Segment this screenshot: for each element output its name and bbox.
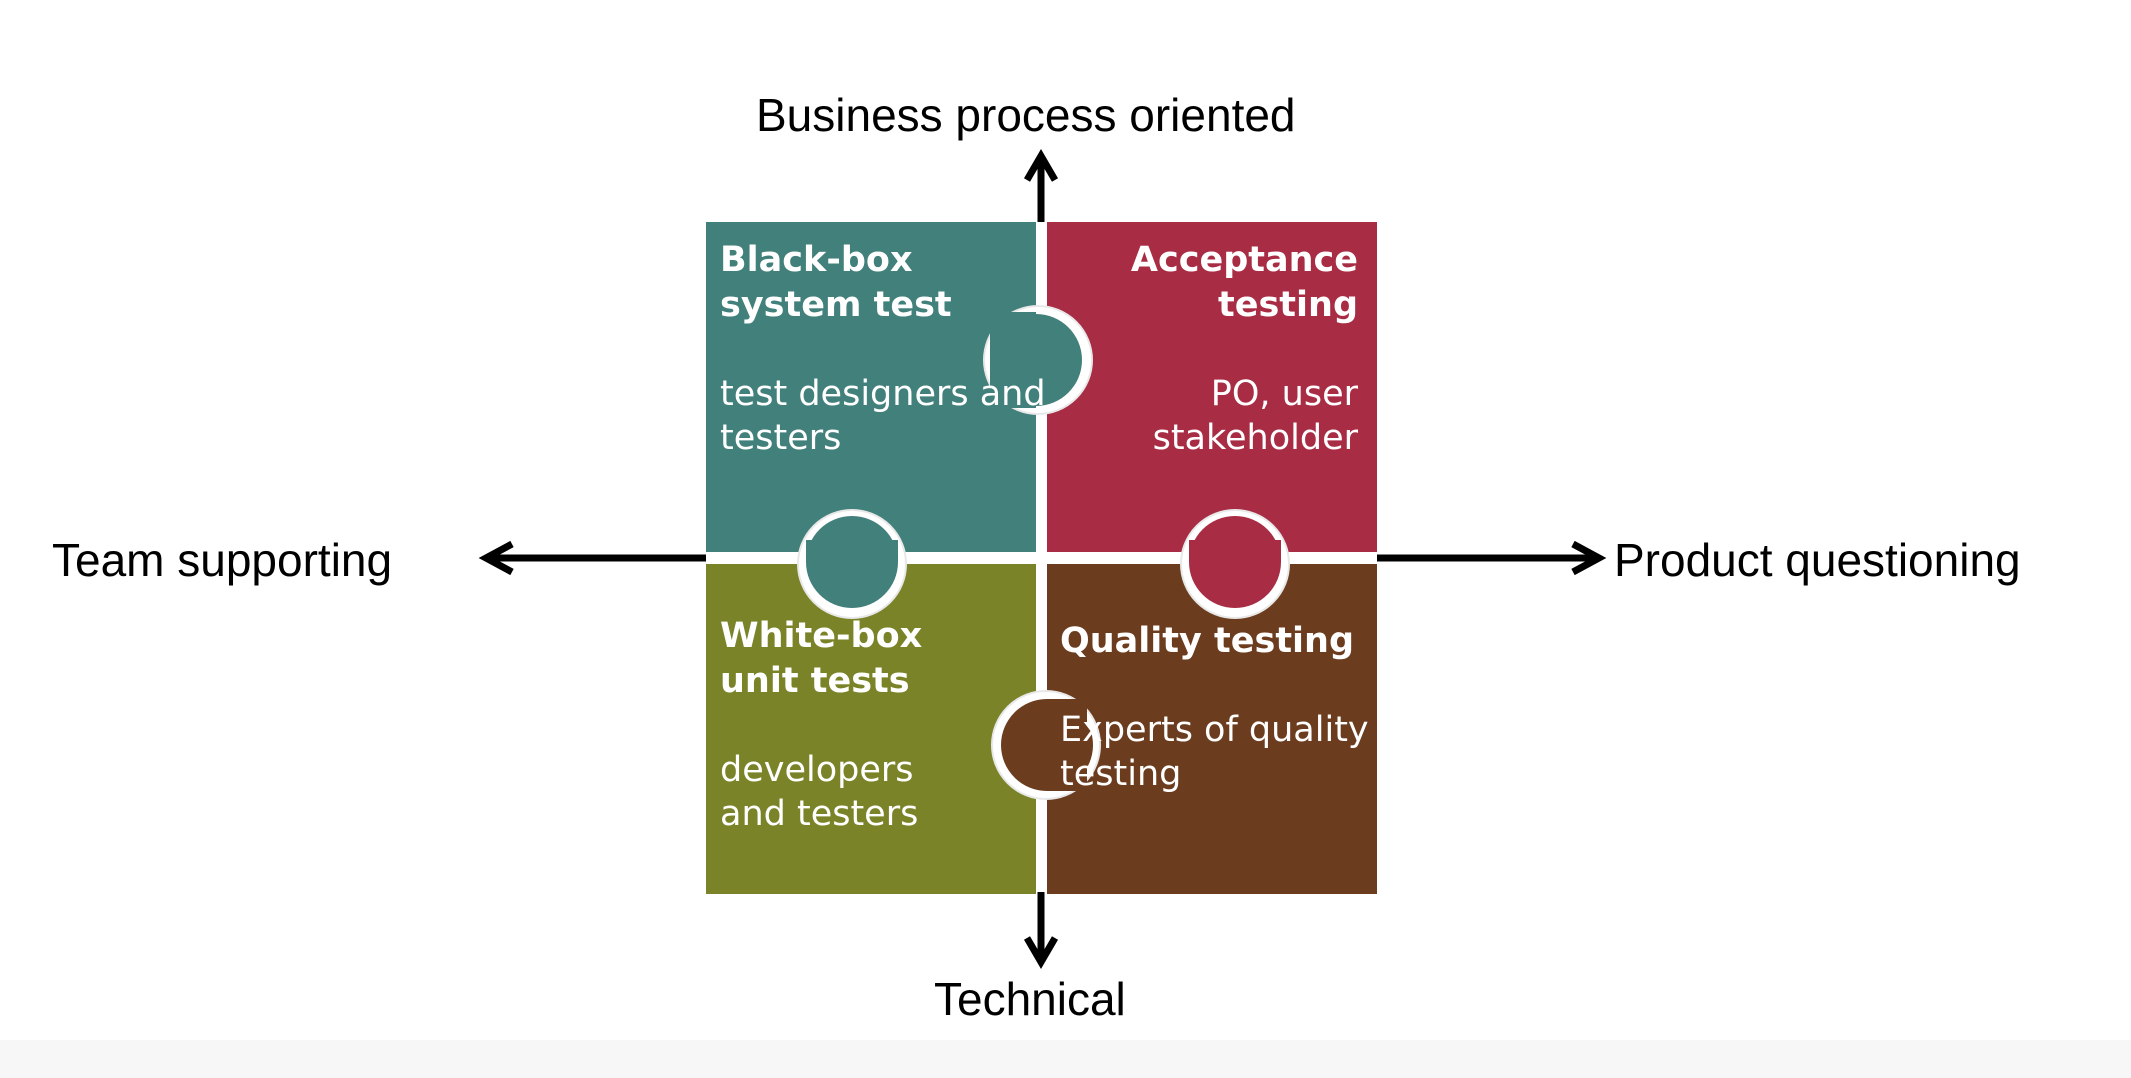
axis-label-left: Team supporting: [52, 534, 393, 586]
quadrant-top-left-title: Black-box system test: [720, 240, 952, 325]
quadrant-top-right-text: Acceptance testing PO, user stakeholder: [1100, 238, 1358, 460]
quadrant-bottom-right-body: Experts of quality testing: [1060, 710, 1369, 794]
axes: [478, 149, 1607, 969]
arrowhead-right-icon: [1571, 540, 1607, 576]
quadrant-bottom-right-tile: [1047, 564, 1377, 894]
quadrant-bottom-left-text: White-box unit tests developers and test…: [720, 614, 922, 836]
quadrant-top-right-tile: [1047, 222, 1377, 552]
axis-label-top: Business process oriented: [756, 89, 1296, 141]
quadrant-bottom-right-title: Quality testing: [1060, 621, 1355, 661]
quadrant-bottom-left-tile: [706, 564, 1036, 894]
quadrant-bottom-right-text: Quality testing Experts of quality testi…: [1060, 619, 1369, 796]
quadrant-bottom-left-body: developers and testers: [720, 750, 919, 834]
quadrant-top-left-tile: [706, 222, 1036, 552]
quadrant-top-right-body: PO, user stakeholder: [1152, 374, 1358, 458]
axis-label-right: Product questioning: [1614, 534, 2021, 586]
arrowhead-up-icon: [1023, 149, 1059, 182]
quadrant-bottom-left-title: White-box unit tests: [720, 616, 923, 701]
footer-band: [0, 1040, 2131, 1078]
quadrant-top-right-title: Acceptance testing: [1130, 240, 1358, 325]
axis-label-bottom: Technical: [934, 973, 1126, 1025]
arrowhead-down-icon: [1023, 936, 1059, 969]
arrowhead-left-icon: [478, 540, 514, 576]
quadrant-top-left-text: Black-box system test test designers and…: [720, 238, 1046, 460]
quadrant-top-left-body: test designers and testers: [720, 374, 1046, 458]
